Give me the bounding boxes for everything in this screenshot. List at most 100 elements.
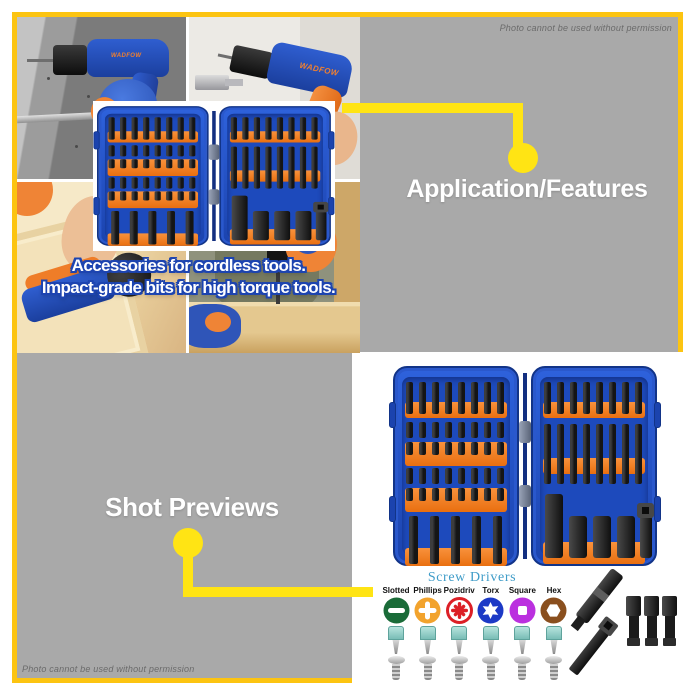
screw-bit xyxy=(177,191,184,201)
screw-bit xyxy=(419,442,426,455)
nut-setter xyxy=(662,596,677,646)
hinge-bar xyxy=(212,110,216,242)
drill-body: WADFOW xyxy=(265,40,355,99)
screw-bit xyxy=(432,488,439,501)
screw-type-pozidriv: Pozidriv xyxy=(443,586,475,680)
callout-line-horizontal xyxy=(183,587,373,597)
long-bit xyxy=(409,516,418,564)
bit-holder-block xyxy=(107,159,199,176)
nut-socket xyxy=(252,210,269,241)
screw-drivers-title: Screw Drivers xyxy=(427,570,517,585)
long-bit xyxy=(493,516,502,564)
driver-bit xyxy=(419,626,436,654)
screw-bit xyxy=(596,382,603,414)
screw-bit xyxy=(108,117,115,140)
case-row-double8 xyxy=(405,468,507,512)
screw xyxy=(513,656,531,680)
tall-socket xyxy=(545,494,563,558)
case-row-double8 xyxy=(107,177,199,209)
long-bit xyxy=(544,424,551,484)
case-latch xyxy=(654,402,661,428)
screw-bit xyxy=(108,177,115,189)
screw-bit xyxy=(484,382,491,414)
square-icon xyxy=(509,597,536,624)
case-latch xyxy=(93,131,100,150)
callout-dot xyxy=(508,143,538,173)
permission-notice-bottom: Photo cannot be used without permission xyxy=(22,664,195,674)
screw-bit xyxy=(432,422,439,438)
screw xyxy=(545,656,563,680)
screw-bit xyxy=(557,382,564,414)
screw-bit xyxy=(166,159,173,169)
drill-chuck xyxy=(267,246,289,270)
screw-bit xyxy=(406,382,413,414)
screw-bit xyxy=(445,382,452,414)
screw-bit xyxy=(484,422,491,438)
screw-bit xyxy=(458,488,465,501)
holder-collar xyxy=(592,586,610,603)
square-drive-shank xyxy=(315,210,327,241)
long-bit xyxy=(622,424,629,484)
drill-bit xyxy=(27,59,57,62)
screw-type-label: Phillips xyxy=(413,586,442,595)
slotted-icon xyxy=(383,597,410,624)
square-drive-shank xyxy=(640,516,652,558)
screw-bit xyxy=(419,488,426,501)
socket-adapter xyxy=(568,615,619,676)
case-row-longbits8 xyxy=(543,422,645,486)
case-row-long5 xyxy=(405,514,507,566)
screw-type-label: Pozidriv xyxy=(443,586,475,595)
driver-bit xyxy=(545,626,562,654)
screw-bit xyxy=(458,442,465,455)
screw-bit xyxy=(108,145,115,157)
orange-object xyxy=(17,182,53,216)
hinge-arm xyxy=(225,79,243,86)
screw-type-label: Square xyxy=(508,586,536,595)
screw-bit xyxy=(230,117,237,140)
screw-bit xyxy=(583,382,590,414)
case-row-bits8 xyxy=(405,376,507,418)
caption-line2: Impact-grade bits for high torque tools. xyxy=(41,278,336,297)
screw-bit xyxy=(120,117,127,140)
screw-bit xyxy=(432,442,439,455)
screw-bit xyxy=(189,159,196,169)
screw-bit xyxy=(445,422,452,438)
callout-line-horizontal xyxy=(342,103,523,113)
permission-notice-top: Photo cannot be used without permission xyxy=(499,23,672,33)
hinge-knuckle xyxy=(519,421,531,443)
screw-bit xyxy=(497,488,504,501)
screw-bit xyxy=(120,145,127,157)
screw-bit xyxy=(445,442,452,455)
long-bit xyxy=(570,424,577,484)
screw-bit xyxy=(131,117,138,140)
long-bit xyxy=(242,146,249,189)
application-photo-collage: WADFOW WADFOW xyxy=(17,17,360,353)
holder-shank xyxy=(570,615,586,632)
nut-setter xyxy=(626,596,641,646)
hinge-knuckle xyxy=(208,189,220,205)
case-row-sockets xyxy=(543,488,654,564)
screw-bit xyxy=(609,382,616,414)
hinge-bar xyxy=(523,373,527,559)
screw-bit xyxy=(570,382,577,414)
screw-bit xyxy=(471,382,478,414)
long-bit xyxy=(265,146,272,189)
screw-bit xyxy=(253,117,261,140)
long-bit xyxy=(299,146,307,189)
screw-bit xyxy=(131,177,138,189)
callout-line-vertical xyxy=(513,103,523,148)
screw-bit xyxy=(419,422,426,438)
screw-bit xyxy=(432,468,439,484)
application-features-label: Application/Features xyxy=(406,175,648,203)
case-row-long5 xyxy=(107,210,199,246)
screw-bit xyxy=(108,159,115,169)
screw-bit xyxy=(131,145,138,157)
screw-bit xyxy=(419,382,426,414)
long-bit xyxy=(596,424,603,484)
screw-bit xyxy=(311,117,318,140)
square-drive-head xyxy=(313,201,329,213)
screw-bit xyxy=(154,117,161,140)
